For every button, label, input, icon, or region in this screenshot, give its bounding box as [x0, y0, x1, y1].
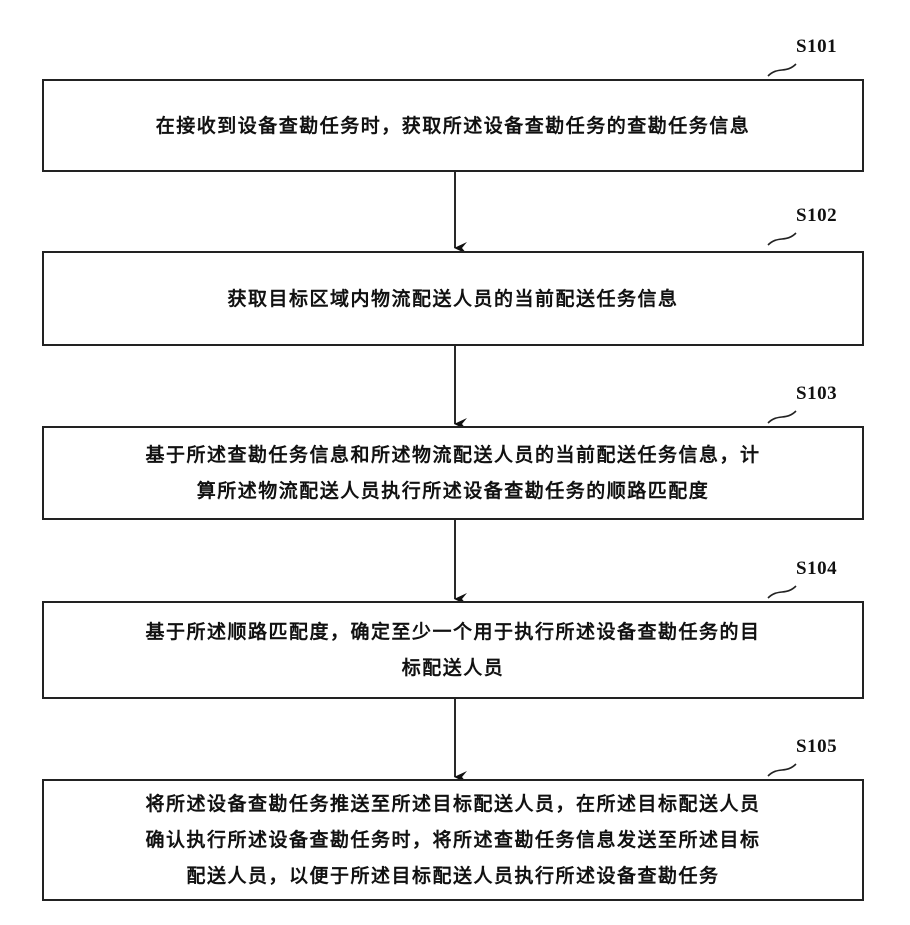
step-text-s104: 基于所述顺路匹配度，确定至少一个用于执行所述设备查勘任务的目 标配送人员: [145, 614, 760, 686]
step-box-s104: 基于所述顺路匹配度，确定至少一个用于执行所述设备查勘任务的目 标配送人员: [42, 601, 864, 699]
step-box-s103: 基于所述查勘任务信息和所述物流配送人员的当前配送任务信息，计 算所述物流配送人员…: [42, 426, 864, 520]
step-text-s103: 基于所述查勘任务信息和所述物流配送人员的当前配送任务信息，计 算所述物流配送人员…: [145, 437, 760, 509]
step-label-s104: S104: [796, 558, 837, 580]
s101-leader-line: [768, 64, 796, 76]
s104-leader-line: [768, 586, 796, 598]
step-label-s101: S101: [796, 36, 837, 58]
step-text-s102: 获取目标区域内物流配送人员的当前配送任务信息: [227, 281, 678, 317]
s102-leader-line: [768, 233, 796, 245]
step-label-s105: S105: [796, 736, 837, 758]
s103-leader-line: [768, 411, 796, 423]
step-text-s105: 将所述设备查勘任务推送至所述目标配送人员，在所述目标配送人员 确认执行所述设备查…: [145, 786, 760, 894]
step-text-s101: 在接收到设备查勘任务时，获取所述设备查勘任务的查勘任务信息: [156, 108, 751, 144]
step-label-s102: S102: [796, 205, 837, 227]
s105-leader-line: [768, 764, 796, 776]
step-box-s101: 在接收到设备查勘任务时，获取所述设备查勘任务的查勘任务信息: [42, 79, 864, 172]
step-box-s105: 将所述设备查勘任务推送至所述目标配送人员，在所述目标配送人员 确认执行所述设备查…: [42, 779, 864, 901]
step-box-s102: 获取目标区域内物流配送人员的当前配送任务信息: [42, 251, 864, 346]
step-label-s103: S103: [796, 383, 837, 405]
